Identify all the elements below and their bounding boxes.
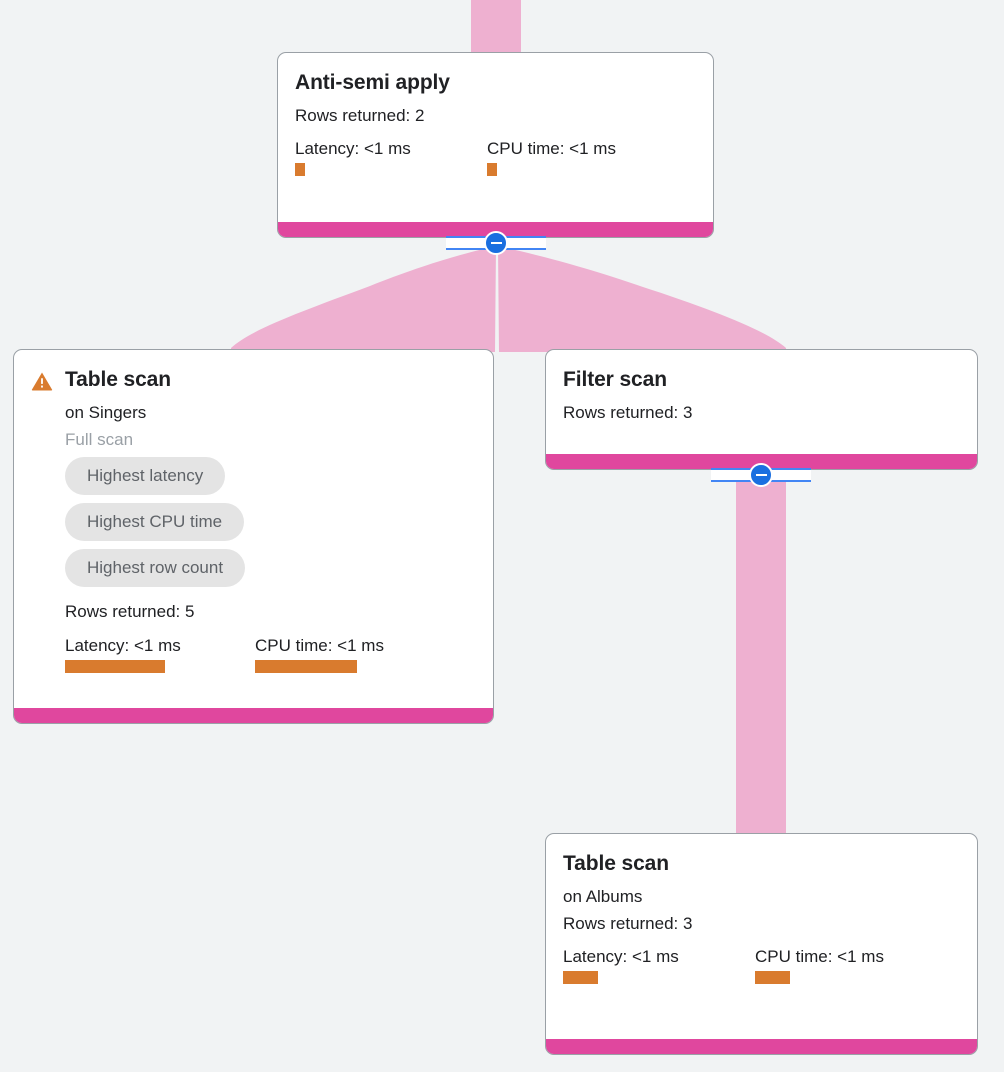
plan-node-filter-scan[interactable]: Filter scan Rows returned: 3 [545,349,978,470]
metric-cpu-time-bar [255,660,357,673]
node-footer-bar [14,708,493,723]
node-metrics: Latency: <1 ms CPU time: <1 ms [295,138,696,176]
node-body: Filter scan Rows returned: 3 [546,350,977,454]
metric-latency-bar [563,971,598,984]
badge-highest-cpu-time: Highest CPU time [65,503,245,541]
metric-latency-label: Latency: <1 ms [65,636,181,655]
minus-icon[interactable] [749,463,773,487]
edge-incoming-root [471,0,521,52]
plan-node-table-scan-albums[interactable]: Table scan on Albums Rows returned: 3 La… [545,833,978,1055]
metric-latency-bar [65,660,165,673]
metric-cpu-time-label: CPU time: <1 ms [487,139,616,158]
rows-returned: Rows returned: 3 [563,914,693,933]
metric-cpu-time: CPU time: <1 ms [487,138,616,176]
node-badges: Highest latency Highest CPU time Highest… [65,457,476,595]
node-title-row: Anti-semi apply [295,71,696,95]
edge-filter-scan-to-table-scan-albums [736,476,786,836]
node-footer-bar [546,454,977,469]
metric-latency-label: Latency: <1 ms [563,947,679,966]
node-metrics: Latency: <1 ms CPU time: <1 ms [65,635,476,673]
metric-latency: Latency: <1 ms [563,946,755,984]
node-title: Anti-semi apply [295,71,450,94]
node-body: Table scan on Singers Full scan Highest … [14,350,493,708]
plan-node-anti-semi-apply[interactable]: Anti-semi apply Rows returned: 2 Latency… [277,52,714,238]
node-subtitle: on Albums [563,887,643,906]
metric-cpu-time-bar [755,971,790,984]
node-title-row: Table scan [31,368,476,392]
metric-latency-bar [295,163,305,176]
rows-returned: Rows returned: 5 [65,602,195,621]
collapse-handle-anti-semi-apply[interactable] [446,231,546,255]
rows-returned: Rows returned: 3 [563,403,693,422]
node-body: Table scan on Albums Rows returned: 3 La… [546,834,977,1039]
node-subtitle: on Singers [65,403,147,422]
metric-cpu-time-label: CPU time: <1 ms [755,947,884,966]
collapse-handle-filter-scan[interactable] [711,463,811,487]
node-content: on Singers Full scan Highest latency Hig… [31,399,476,673]
metric-latency: Latency: <1 ms [295,138,487,176]
metric-cpu-time: CPU time: <1 ms [255,635,384,673]
edge-anti-semi-to-filter-scan [498,246,786,352]
node-title-row: Table scan [563,852,960,876]
plan-node-table-scan-singers[interactable]: Table scan on Singers Full scan Highest … [13,349,494,724]
node-metrics: Latency: <1 ms CPU time: <1 ms [563,946,960,984]
metric-latency: Latency: <1 ms [65,635,255,673]
rows-returned: Rows returned: 2 [295,106,425,125]
node-title-row: Filter scan [563,368,960,392]
metric-latency-label: Latency: <1 ms [295,139,411,158]
node-footer-bar [278,222,713,237]
warning-triangle-icon [31,372,53,391]
node-title: Filter scan [563,368,667,391]
metric-cpu-time-label: CPU time: <1 ms [255,636,384,655]
badge-highest-latency: Highest latency [65,457,226,495]
node-scan-type: Full scan [65,430,134,449]
metric-cpu-time-bar [487,163,497,176]
edge-anti-semi-to-table-scan-singers [231,246,496,352]
metric-cpu-time: CPU time: <1 ms [755,946,884,984]
node-title: Table scan [563,852,669,875]
node-body: Anti-semi apply Rows returned: 2 Latency… [278,53,713,222]
node-footer-bar [546,1039,977,1054]
node-title: Table scan [65,368,171,391]
badge-highest-row-count: Highest row count [65,549,246,587]
minus-icon[interactable] [484,231,508,255]
